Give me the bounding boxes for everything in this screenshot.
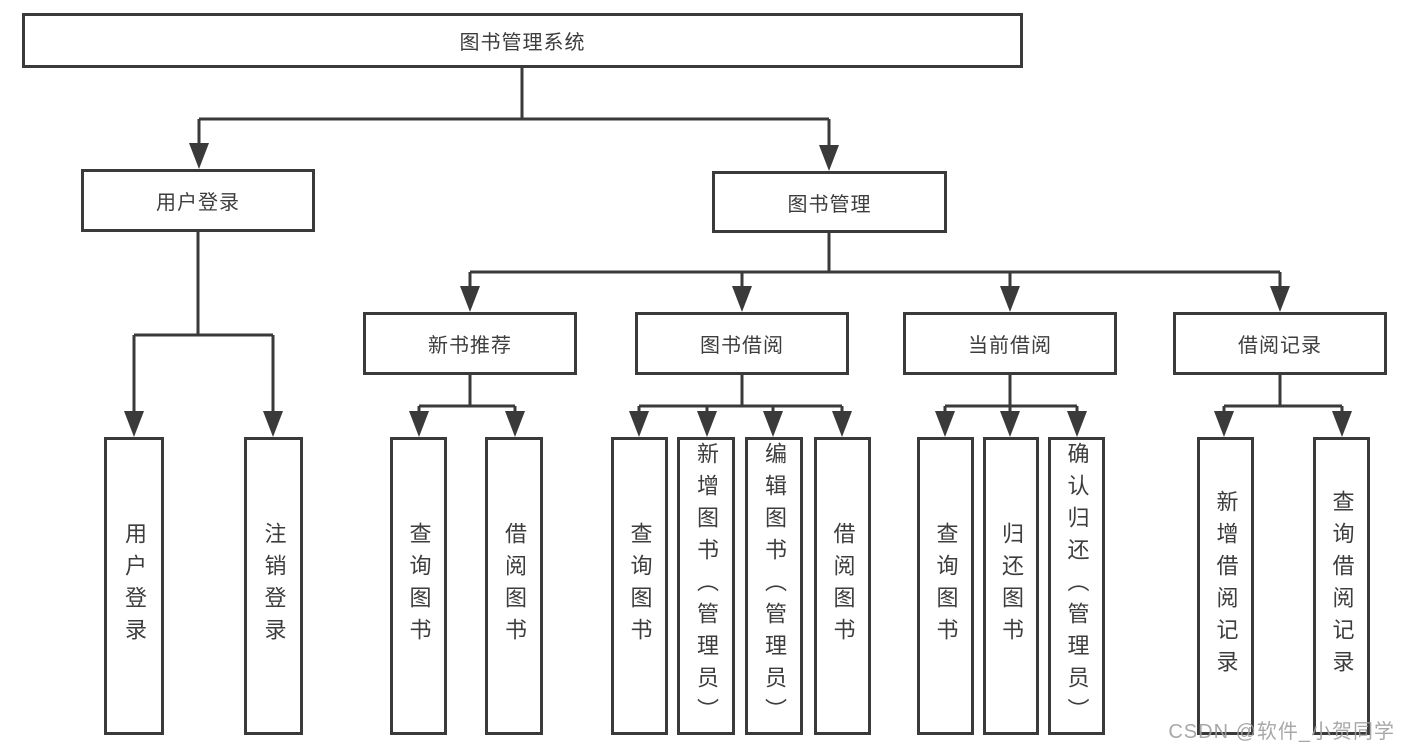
node-book-management: 图书管理 xyxy=(712,171,947,233)
leaf-newrec-query-books: 查询图书 xyxy=(390,437,447,735)
node-borrow-records-label: 借阅记录 xyxy=(1238,335,1322,357)
node-borrow-records: 借阅记录 xyxy=(1173,312,1387,375)
leaf-borrowing-borrow-books: 借阅图书 xyxy=(814,437,871,735)
node-new-book-recommend: 新书推荐 xyxy=(363,312,577,375)
leaf-borrowing-query-books: 查询图书 xyxy=(611,437,668,735)
leaf-current-confirm-return-admin-label: 确认归还（管理员） xyxy=(1064,442,1090,730)
leaf-borrowing-query-books-label: 查询图书 xyxy=(627,522,653,650)
leaf-newrec-borrow-books-label: 借阅图书 xyxy=(502,522,527,650)
leaf-newrec-borrow-books: 借阅图书 xyxy=(485,437,543,735)
leaf-borrowing-edit-books-admin-label: 编辑图书（管理员） xyxy=(762,442,787,730)
leaf-current-confirm-return-admin: 确认归还（管理员） xyxy=(1048,437,1105,735)
node-user-login-label: 用户登录 xyxy=(156,192,240,214)
node-root-label: 图书管理系统 xyxy=(459,32,586,54)
node-book-management-label: 图书管理 xyxy=(787,193,872,216)
leaf-logout-label: 注销登录 xyxy=(261,522,287,650)
leaf-borrowing-borrow-books-label: 借阅图书 xyxy=(830,522,856,650)
leaf-logout: 注销登录 xyxy=(244,437,303,735)
node-book-borrowing-label: 图书借阅 xyxy=(700,335,784,357)
leaf-user-login-label: 用户登录 xyxy=(122,522,147,650)
leaf-records-add-record: 新增借阅记录 xyxy=(1197,437,1254,735)
leaf-borrowing-add-books-admin-label: 新增图书（管理员） xyxy=(694,442,719,730)
node-book-borrowing: 图书借阅 xyxy=(635,312,849,375)
leaf-borrowing-edit-books-admin: 编辑图书（管理员） xyxy=(745,437,803,735)
node-new-book-recommend-label: 新书推荐 xyxy=(428,335,512,357)
node-current-borrowing: 当前借阅 xyxy=(903,312,1117,375)
leaf-current-query-books-label: 查询图书 xyxy=(933,522,959,650)
leaf-borrowing-add-books-admin: 新增图书（管理员） xyxy=(677,437,735,735)
node-user-login: 用户登录 xyxy=(81,169,315,232)
leaf-current-query-books: 查询图书 xyxy=(917,437,974,735)
csdn-watermark: CSDN @软件_小贺同学 xyxy=(1168,721,1395,743)
leaf-user-login: 用户登录 xyxy=(104,437,164,735)
leaf-current-return-books-label: 归还图书 xyxy=(999,522,1024,650)
leaf-records-query-record-label: 查询借阅记录 xyxy=(1329,490,1355,682)
node-root-system: 图书管理系统 xyxy=(22,13,1023,68)
leaf-newrec-query-books-label: 查询图书 xyxy=(406,522,432,650)
node-current-borrowing-label: 当前借阅 xyxy=(968,335,1052,357)
leaf-records-add-record-label: 新增借阅记录 xyxy=(1213,490,1239,682)
leaf-current-return-books: 归还图书 xyxy=(983,437,1039,735)
leaf-records-query-record: 查询借阅记录 xyxy=(1313,437,1370,735)
